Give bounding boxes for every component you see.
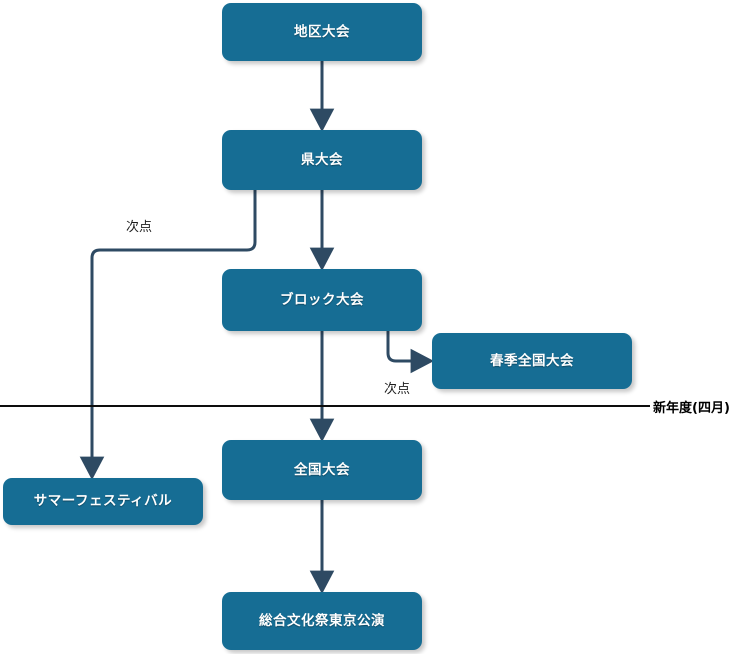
- edge-label-jiten-right: 次点: [384, 382, 411, 397]
- node-label: 地区大会: [294, 23, 350, 40]
- node-zenkoku-taikai[interactable]: 全国大会: [222, 440, 422, 500]
- node-chiku-taikai[interactable]: 地区大会: [222, 3, 422, 61]
- fiscal-year-label: 新年度(四月): [653, 401, 730, 416]
- edge-label-jiten-left: 次点: [126, 220, 153, 235]
- node-label: 総合文化祭東京公演: [259, 612, 385, 629]
- node-shunki-zenkoku-taikai[interactable]: 春季全国大会: [432, 333, 632, 389]
- node-summer-festival[interactable]: サマーフェスティバル: [3, 478, 203, 525]
- node-label: 春季全国大会: [490, 352, 574, 369]
- node-label: 県大会: [301, 151, 343, 168]
- edge-block-to-shunki: [386, 331, 435, 374]
- node-label: ブロック大会: [280, 291, 364, 308]
- node-ken-taikai[interactable]: 県大会: [222, 130, 422, 190]
- node-block-taikai[interactable]: ブロック大会: [222, 269, 422, 331]
- node-sogo-bunkasai-tokyo-koen[interactable]: 総合文化祭東京公演: [222, 592, 422, 650]
- node-label: 全国大会: [294, 461, 350, 478]
- node-label: サマーフェスティバル: [33, 493, 173, 510]
